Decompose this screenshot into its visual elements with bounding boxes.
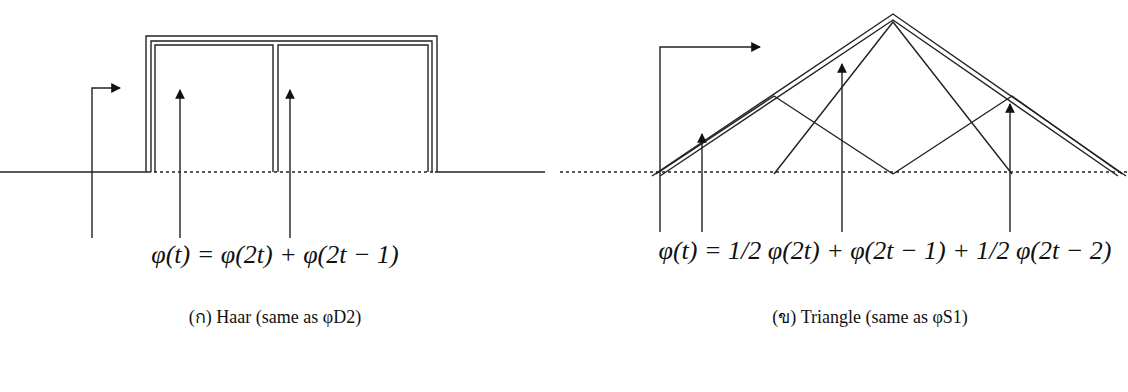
haar-caption: (ก) Haar (same as φD2) [189, 307, 361, 328]
haar-equation: φ(t) = φ(2t) + φ(2t − 1) [151, 240, 398, 270]
triangle-equation: φ(t) = 1/2 φ(2t) + φ(2t − 1) + 1/2 φ(2t … [659, 236, 1112, 266]
triangle-caption: (ข) Triangle (same as φS1) [772, 307, 968, 328]
